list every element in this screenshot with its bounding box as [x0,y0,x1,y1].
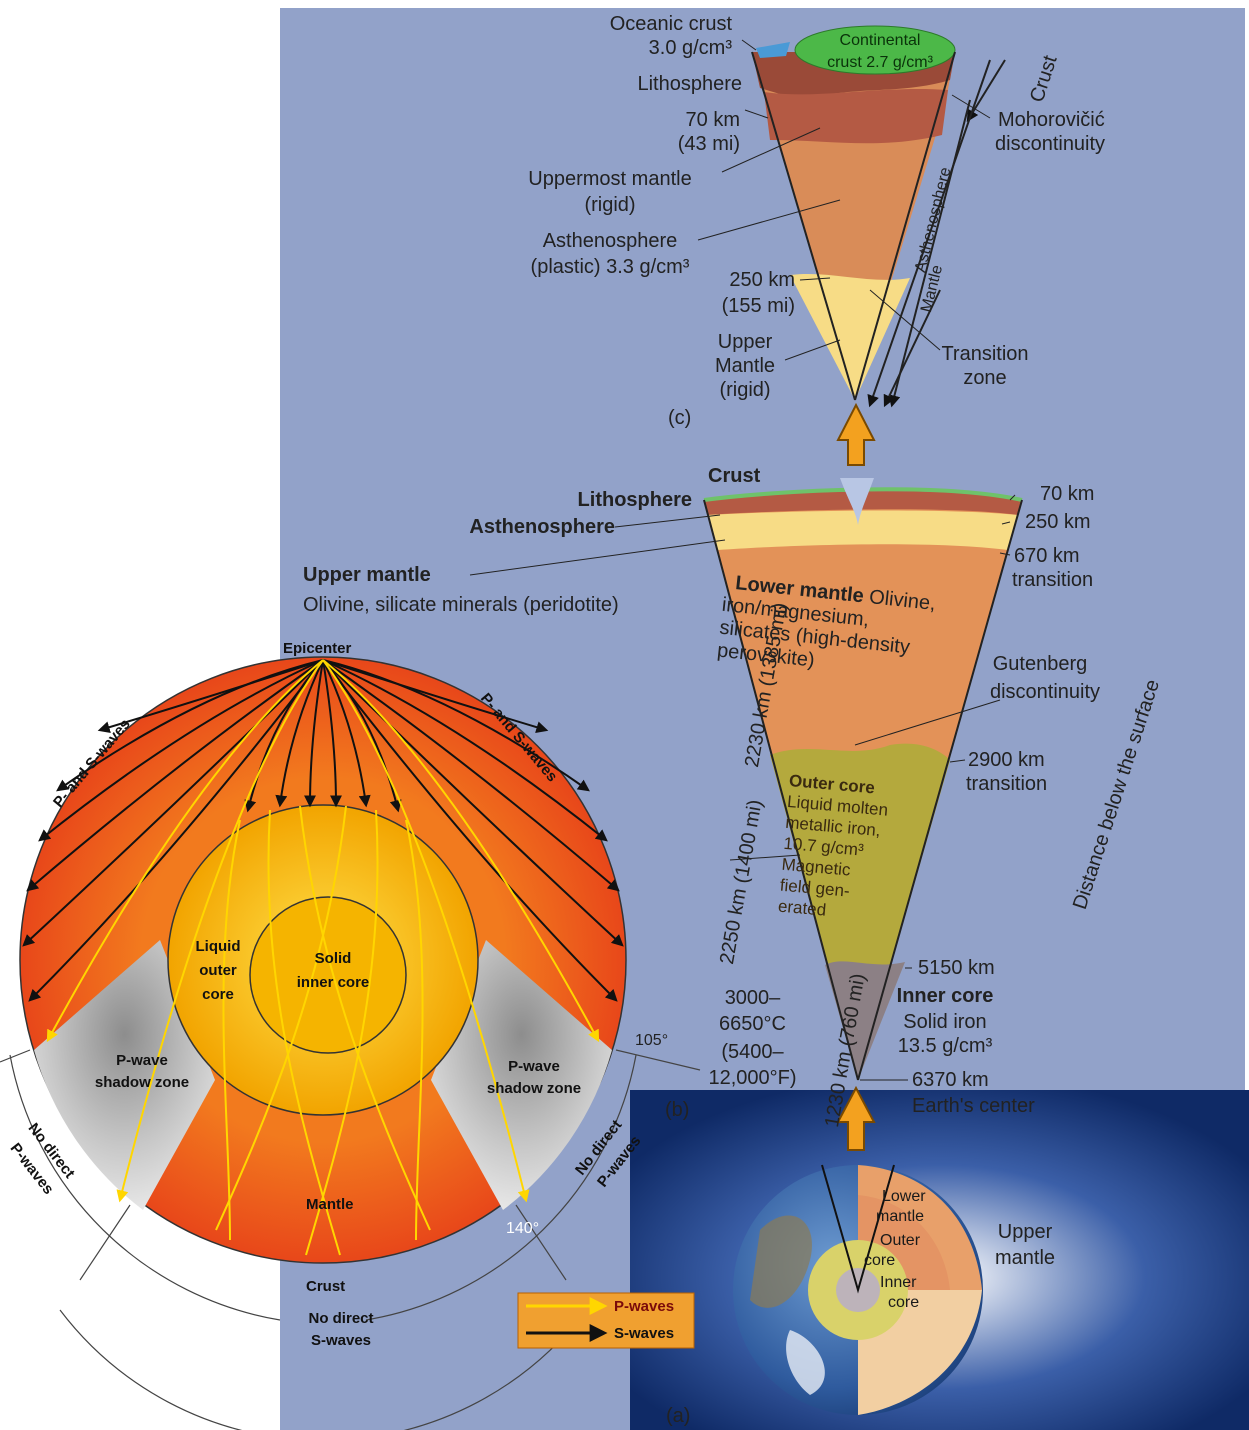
liquid-outer-core-2: outer [178,962,258,979]
transition-zone-label: Transition [925,342,1045,366]
upper-mantle-desc: Olivine, silicate minerals (peridotite) [303,593,619,617]
epicenter-label: Epicenter [283,640,351,657]
depth-70-mi-label-c: (43 mi) [620,132,740,156]
inner-core-desc-2: 13.5 g/cm³ [880,1034,1010,1058]
angle-140-label: 140° [506,1220,539,1238]
solid-inner-core-2: inner core [278,974,388,991]
depth-250-label-c: 250 km [660,268,795,292]
moho-label: Mohorovičić [998,108,1105,132]
globe-lower-2: mantle [876,1208,924,1226]
transition-670-label: transition [1012,568,1093,592]
asthenosphere-label-a: Asthenosphere [400,515,615,539]
transition-zone-label-2: zone [925,366,1045,390]
mantle-label-b: Mantle [306,1196,354,1213]
uppermost-mantle-label: Uppermost mantle [500,167,720,191]
lower-mantle-desc-1: Olivine, [868,586,937,615]
shadow-zone-right-2: shadow zone [474,1080,594,1097]
depth-250-mi-label-c: (155 mi) [660,294,795,318]
crust-label-a: Crust [708,464,760,488]
globe-outer-2: core [864,1252,895,1270]
no-direct-s-2: S-waves [286,1332,396,1349]
panel-a-letter: (a) [666,1404,690,1428]
depth-250-label-a: 250 km [1025,510,1091,534]
panel-b-letter: (b) [665,1098,689,1122]
continental-crust-label: Continental [810,32,950,50]
asthenosphere-label-c: Asthenosphere [500,229,720,253]
transition-2900-label: transition [966,772,1047,796]
shadow-zone-left-2: shadow zone [82,1074,202,1091]
temperature-1: 3000– [700,986,805,1010]
no-direct-s-1: No direct [286,1310,396,1327]
inner-core-desc-1: Solid iron [880,1010,1010,1034]
depth-2900-label: 2900 km [968,748,1045,772]
globe-upper-2: mantle [985,1246,1065,1270]
crust-label-b: Crust [306,1278,345,1295]
globe-upper-1: Upper [985,1220,1065,1244]
oceanic-crust-label: Oceanic crust [560,12,732,36]
gutenberg-label: Gutenberg [970,652,1110,676]
liquid-outer-core-3: core [178,986,258,1003]
temperature-2: 6650°C [700,1012,805,1036]
earth-globe [733,1165,983,1415]
upper-mantle-label-a: Upper mantle [303,563,431,587]
uppermost-mantle-rigid-label: (rigid) [500,193,720,217]
continental-density-label: crust 2.7 g/cm³ [805,54,955,72]
upper-mantle-label-c: Upper [700,330,790,354]
upper-mantle-rigid-label: (rigid) [700,378,790,402]
earth-center-label: Earth's center [912,1094,1035,1118]
depth-70-label-c: 70 km [620,108,740,132]
panel-c-letter: (c) [668,406,691,430]
depth-5150-label: 5150 km [918,956,995,980]
globe-outer-1: Outer [880,1232,920,1250]
depth-6370-label: 6370 km [912,1068,989,1092]
lower-mantle-block: Lower mantle Olivine,iron/magnesium,sili… [716,548,939,685]
moho-discontinuity-label: discontinuity [995,132,1105,156]
oceanic-density-label: 3.0 g/cm³ [560,36,732,60]
lithosphere-label-a: Lithosphere [500,488,692,512]
temperature-3: (5400– [700,1040,805,1064]
shadow-zone-left-1: P-wave [82,1052,202,1069]
lithosphere-label-c: Lithosphere [560,72,742,96]
temperature-4: 12,000°F) [695,1066,810,1090]
legend-s-waves: S-waves [614,1325,674,1342]
solid-inner-core-1: Solid [278,950,388,967]
depth-70-label-a: 70 km [1040,482,1094,506]
angle-105-label: 105° [635,1032,668,1050]
outer-core-desc-6: erated [777,897,827,920]
shadow-zone-right-1: P-wave [474,1058,594,1075]
liquid-outer-core-1: Liquid [178,938,258,955]
gutenberg-discontinuity-label: discontinuity [970,680,1120,704]
globe-inner-2: core [888,1294,919,1312]
inner-core-title: Inner core [880,984,1010,1008]
globe-inner-1: Inner [880,1274,916,1292]
upper-mantle-label-c-2: Mantle [700,354,790,378]
legend-p-waves: P-waves [614,1298,674,1315]
depth-670-label: 670 km [1014,544,1080,568]
globe-lower-1: Lower [882,1188,926,1206]
